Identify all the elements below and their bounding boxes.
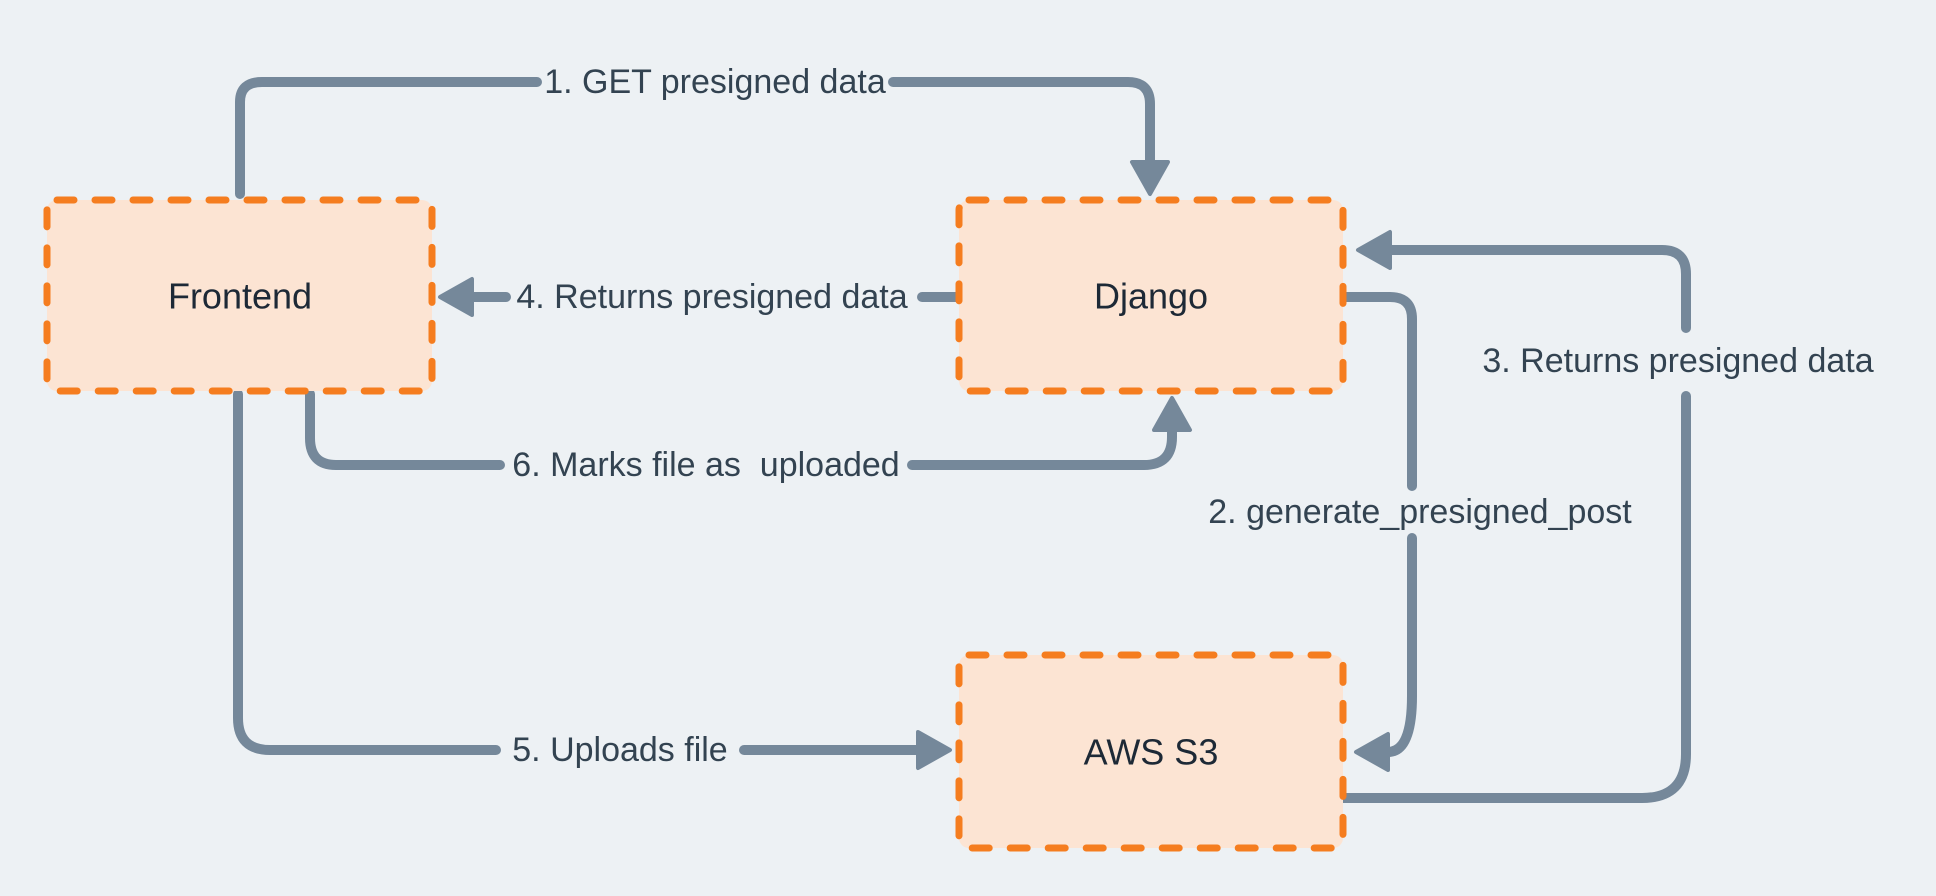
node-aws-s3-box xyxy=(955,651,1347,852)
edge-5-line-start xyxy=(233,389,501,755)
edge-marks-file-uploaded: 6. Marks file as uploaded xyxy=(305,389,1192,484)
edge-5-label: 5. Uploads file xyxy=(512,731,727,769)
node-aws-s3-label: AWS S3 xyxy=(1084,732,1219,773)
edge-3-line-end xyxy=(1356,230,1691,333)
edge-6-label: 6. Marks file as uploaded xyxy=(512,446,899,484)
edge-generate-presigned-post: 2. generate_presigned_post xyxy=(1208,292,1632,772)
node-django-box xyxy=(955,196,1347,395)
node-django: Django xyxy=(955,196,1347,395)
edge-returns-presigned-data-s3: 3. Returns presigned data xyxy=(1338,230,1874,803)
edge-2-label: 2. generate_presigned_post xyxy=(1208,493,1632,531)
node-frontend: Frontend xyxy=(43,196,436,395)
node-aws-s3: AWS S3 xyxy=(955,651,1347,852)
edge-2-line-start xyxy=(1338,292,1417,491)
edge-3-line-start xyxy=(1338,391,1691,803)
edge-4-label: 4. Returns presigned data xyxy=(516,278,907,316)
edge-6-line-start xyxy=(305,389,505,470)
edge-2-line-end xyxy=(1354,533,1417,772)
edge-1-line-start xyxy=(235,77,542,199)
edge-uploads-file: 5. Uploads file xyxy=(233,389,952,770)
node-frontend-box xyxy=(43,196,436,395)
edge-6-line-end xyxy=(907,396,1192,470)
edge-1-line-end xyxy=(888,77,1170,196)
node-frontend-label: Frontend xyxy=(168,276,312,317)
edge-1-label: 1. GET presigned data xyxy=(544,63,886,101)
edge-3-label: 3. Returns presigned data xyxy=(1482,342,1873,380)
node-django-label: Django xyxy=(1094,276,1208,317)
edge-returns-presigned-data-django: 4. Returns presigned data xyxy=(438,277,964,317)
edge-get-presigned-data: 1. GET presigned data xyxy=(235,63,1170,199)
